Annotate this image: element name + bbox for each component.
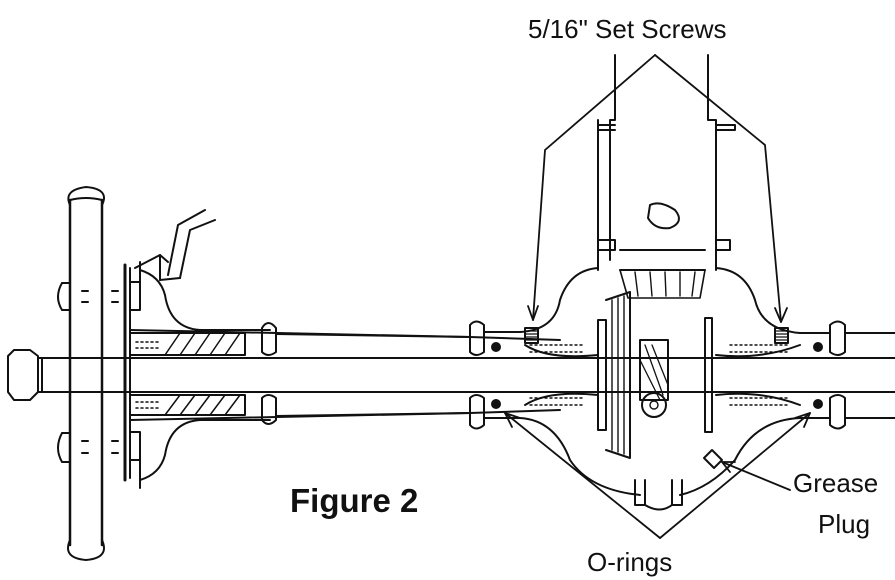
- center-axle-tube: [275, 320, 485, 430]
- grease-plug: [703, 449, 723, 469]
- axle-shaft: [41, 329, 895, 421]
- left-axle-housing: [134, 209, 277, 489]
- o-ring-left-lower: [491, 399, 501, 409]
- axle-nut: [7, 349, 43, 401]
- o-ring-left-upper: [491, 342, 501, 352]
- differential-housing: [483, 54, 895, 511]
- grease-plug-label-line2: Plug: [818, 509, 871, 539]
- ring-gear: [597, 269, 713, 459]
- set-screws-label: 5/16" Set Screws: [528, 14, 727, 44]
- leader-lines: [504, 54, 811, 539]
- set-screw-left: [524, 327, 539, 344]
- grease-plug-label-line1: Grease: [793, 468, 879, 498]
- wheel: [57, 186, 141, 561]
- o-rings-label: O-rings: [587, 547, 673, 577]
- figure-caption: Figure 2: [290, 482, 419, 519]
- o-ring-right-lower: [813, 399, 823, 409]
- set-screw-right: [774, 327, 789, 344]
- o-ring-right-upper: [813, 342, 823, 352]
- o-rings: [491, 342, 823, 409]
- left-bearing: [129, 332, 246, 416]
- right-bearings: [529, 344, 791, 406]
